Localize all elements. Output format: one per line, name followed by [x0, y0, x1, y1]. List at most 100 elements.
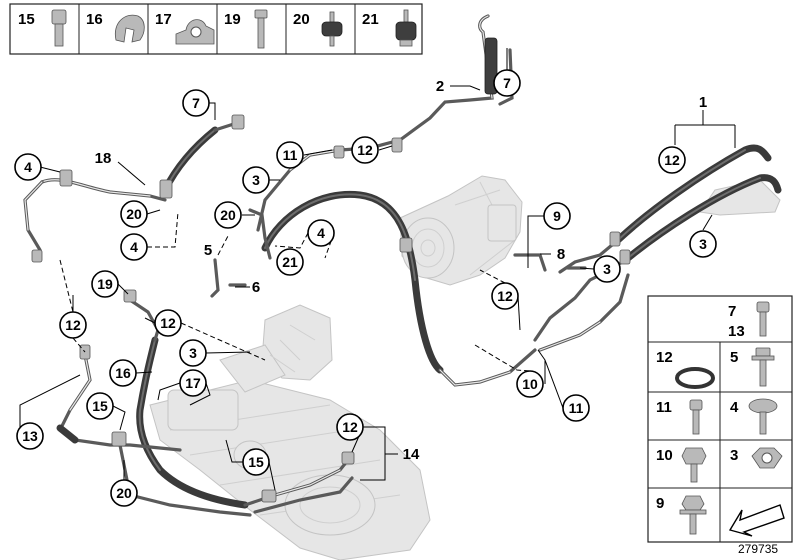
callout-12: 12 [658, 146, 686, 174]
callout-label: 3 [603, 261, 611, 277]
callout-20: 20 [120, 200, 148, 228]
legend-label-16: 16 [86, 11, 103, 28]
legend-label-17: 17 [155, 11, 172, 28]
upper-left-lines [23, 120, 242, 252]
callout-5: 5 [204, 242, 212, 259]
callout-label: 9 [553, 208, 561, 224]
callout-9: 9 [543, 202, 571, 230]
callout-1: 1 [699, 94, 707, 111]
leader-lines [19, 48, 736, 491]
callout-11: 11 [276, 141, 304, 169]
callout-circle [242, 448, 270, 476]
pump-ghost [399, 175, 523, 286]
callout-circle [593, 255, 621, 283]
legend-top-frame [9, 3, 423, 55]
callout-circle [109, 359, 137, 387]
callout-3: 3 [179, 339, 207, 367]
callout-circle [86, 392, 114, 420]
callout-circle [14, 153, 42, 181]
callout-label: 7 [503, 75, 511, 91]
callout-label: 21 [282, 254, 298, 270]
callout-label: 13 [22, 428, 38, 444]
rubber-mount-icon [321, 11, 343, 47]
callout-15: 15 [242, 448, 270, 476]
callout-label: 4 [130, 239, 138, 255]
callout-10: 10 [516, 370, 544, 398]
legend-label-5: 5 [730, 349, 738, 366]
callout-3: 3 [593, 255, 621, 283]
legend-label-7: 7 [728, 303, 736, 320]
flange-bolt-short-icon [679, 495, 707, 535]
callout-label: 14 [403, 446, 420, 463]
callout-label: 3 [252, 172, 260, 188]
callout-15: 15 [86, 392, 114, 420]
callout-label: 12 [664, 152, 680, 168]
callout-circle [110, 479, 138, 507]
callout-circle [91, 270, 119, 298]
callout-7: 7 [493, 69, 521, 97]
callout-circle [182, 89, 210, 117]
callout-21: 21 [276, 248, 304, 276]
orientation-arrow-icon [728, 504, 785, 537]
ghost-components [149, 175, 523, 560]
callout-19: 19 [91, 270, 119, 298]
socket-bolt-icon [51, 9, 67, 47]
callout-label: 15 [248, 454, 264, 470]
callout-label: 12 [357, 142, 373, 158]
socket-screw-icon [756, 301, 770, 337]
callout-20: 20 [214, 201, 242, 229]
callout-circle [491, 282, 519, 310]
callout-circle [562, 394, 590, 422]
rubber-mount-tall-icon [395, 9, 417, 47]
callout-16: 16 [109, 359, 137, 387]
bracket-clamp-icon [175, 19, 215, 45]
callout-label: 3 [699, 236, 707, 252]
callout-circle [120, 200, 148, 228]
legend-label-9: 9 [656, 495, 664, 512]
callout-2: 2 [436, 78, 444, 95]
callout-label: 20 [116, 485, 132, 501]
callout-circle [214, 201, 242, 229]
callout-12: 12 [154, 309, 182, 337]
callout-20: 20 [110, 479, 138, 507]
legend-label-12: 12 [656, 349, 673, 366]
callout-7: 7 [182, 89, 210, 117]
callout-label: 15 [92, 398, 108, 414]
callout-circle [658, 146, 686, 174]
hex-nut-icon [751, 447, 783, 469]
flange-bolt-icon [751, 347, 775, 387]
callout-label: 12 [160, 315, 176, 331]
callout-label: 19 [97, 276, 113, 292]
legend-label-11: 11 [656, 399, 672, 416]
callout-circle [336, 413, 364, 441]
washer-screw-icon [748, 398, 778, 435]
callout-label: 18 [95, 150, 112, 167]
callout-circle [179, 369, 207, 397]
callout-label: 12 [497, 288, 513, 304]
callout-17: 17 [179, 369, 207, 397]
callout-label: 3 [189, 345, 197, 361]
callout-circle [276, 141, 304, 169]
legend-top: 15 16 17 19 20 21 [9, 3, 423, 55]
callout-label: 11 [569, 400, 584, 416]
callout-label: 12 [65, 317, 81, 333]
callout-circle [516, 370, 544, 398]
legend-label-10: 10 [656, 447, 673, 464]
callout-label: 20 [220, 207, 236, 223]
callout-12: 12 [59, 311, 87, 339]
callout-circle [543, 202, 571, 230]
callout-label: 6 [252, 279, 260, 296]
callout-3: 3 [242, 166, 270, 194]
callout-label: 11 [283, 147, 298, 163]
callout-circle [689, 230, 717, 258]
callout-circle [493, 69, 521, 97]
legend-label-19: 19 [224, 11, 241, 28]
legend-label-13: 13 [728, 323, 745, 340]
legend-label-15: 15 [18, 11, 35, 28]
o-ring-icon [675, 367, 715, 389]
callout-11: 11 [562, 394, 590, 422]
callout-8: 8 [557, 246, 565, 263]
callout-12: 12 [491, 282, 519, 310]
